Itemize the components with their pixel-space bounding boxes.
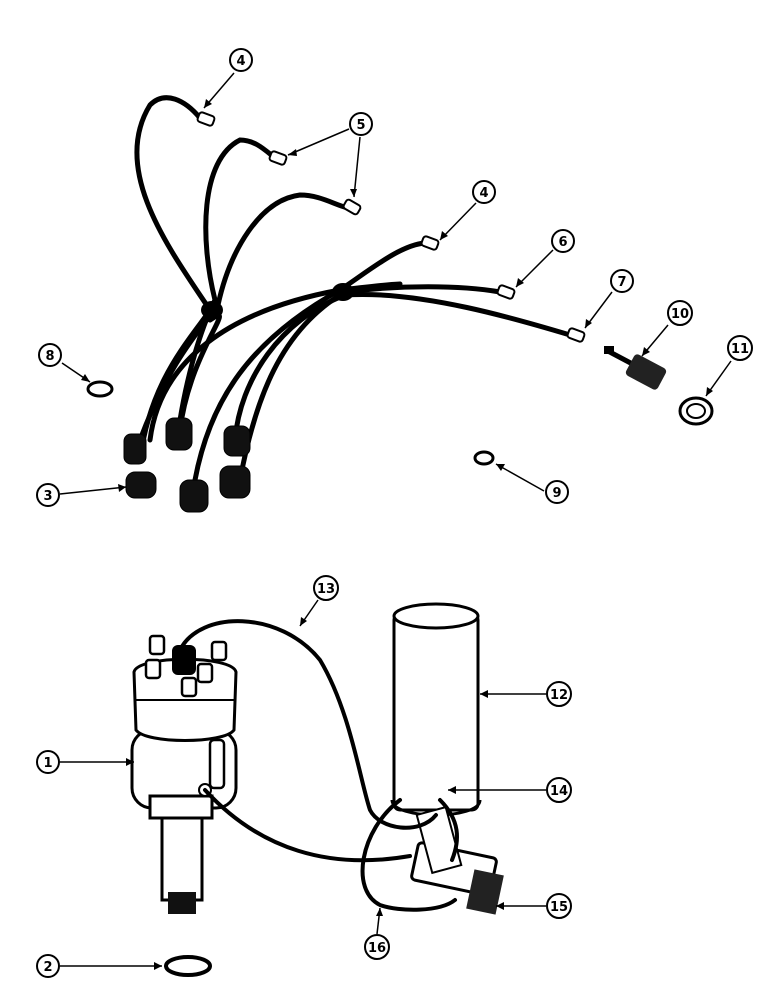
wire-5 <box>237 284 503 483</box>
callout-5: 5 <box>349 112 373 136</box>
leader-c5a <box>287 128 350 156</box>
leader-c6 <box>515 249 554 288</box>
callout-12: 12 <box>546 681 572 707</box>
callout-label: 5 <box>356 118 365 133</box>
terminal-3 <box>342 198 362 216</box>
callout-13: 13 <box>313 575 339 601</box>
callouts: 1 2 3 4 4 5 6 7 <box>36 48 753 978</box>
terminal-1 <box>196 111 216 127</box>
distributor-assembly <box>130 634 238 914</box>
callout-7: 7 <box>610 269 634 293</box>
leader-c4b <box>439 202 477 241</box>
o-ring-2 <box>164 955 212 977</box>
callout-label: 13 <box>317 582 335 597</box>
wire-6 <box>232 291 573 443</box>
wire-1 <box>134 95 214 463</box>
boot-1 <box>123 433 147 465</box>
callout-1: 1 <box>36 750 60 774</box>
callout-label: 12 <box>550 688 568 703</box>
ballast-resistor <box>410 805 504 915</box>
callout-label: 10 <box>671 307 689 322</box>
callout-9: 9 <box>545 480 569 504</box>
boot-6 <box>219 465 251 499</box>
washer-11 <box>678 396 714 426</box>
wire-loom-right <box>332 283 354 301</box>
callout-label: 4 <box>479 186 488 201</box>
terminal-2 <box>268 150 288 166</box>
callout-label: 1 <box>43 756 52 771</box>
callout-label: 8 <box>45 349 54 364</box>
leader-c3 <box>59 486 127 495</box>
boot-4 <box>179 479 209 513</box>
leader-c5b <box>353 136 361 198</box>
callout-8: 8 <box>38 343 62 367</box>
boot-3 <box>165 417 193 451</box>
terminal-5 <box>496 284 516 300</box>
ignition-coil <box>390 602 482 817</box>
callout-10: 10 <box>667 300 693 326</box>
callout-label: 16 <box>368 941 386 956</box>
primary-wire <box>203 788 412 863</box>
spark-plug-wire-harness <box>123 95 586 513</box>
callout-14: 14 <box>546 777 572 803</box>
callout-16: 16 <box>364 934 390 960</box>
lead-wire-14 <box>438 798 459 862</box>
callout-label: 2 <box>43 960 52 975</box>
terminal-6 <box>566 327 586 343</box>
leader-c9 <box>495 463 545 492</box>
boot-2 <box>125 471 157 499</box>
callout-label: 15 <box>550 900 568 915</box>
boot-5 <box>223 425 251 457</box>
lead-wire-16 <box>360 798 457 912</box>
callout-label: 3 <box>43 489 52 504</box>
callout-3: 3 <box>36 483 60 507</box>
wire-loom-left <box>201 301 223 319</box>
wire-4 <box>192 240 428 483</box>
callout-4-lower: 4 <box>472 180 496 204</box>
callout-label: 6 <box>558 235 567 250</box>
callout-label: 7 <box>617 275 626 290</box>
terminal-4 <box>420 235 440 251</box>
callout-label: 11 <box>731 342 749 357</box>
callout-label: 4 <box>236 54 245 69</box>
sender-unit-10 <box>604 346 667 390</box>
callout-label: 14 <box>550 784 568 799</box>
callout-2: 2 <box>36 954 60 978</box>
seal-ring-8 <box>86 380 114 398</box>
wire-7 <box>147 281 403 443</box>
seal-ring-9 <box>473 450 495 466</box>
callout-11: 11 <box>727 335 753 361</box>
callout-4-upper: 4 <box>229 48 253 72</box>
callout-label: 9 <box>552 486 561 501</box>
wire-3 <box>137 192 351 443</box>
coil-wire-13 <box>178 619 438 830</box>
callout-6: 6 <box>551 229 575 253</box>
callout-15: 15 <box>546 893 572 919</box>
